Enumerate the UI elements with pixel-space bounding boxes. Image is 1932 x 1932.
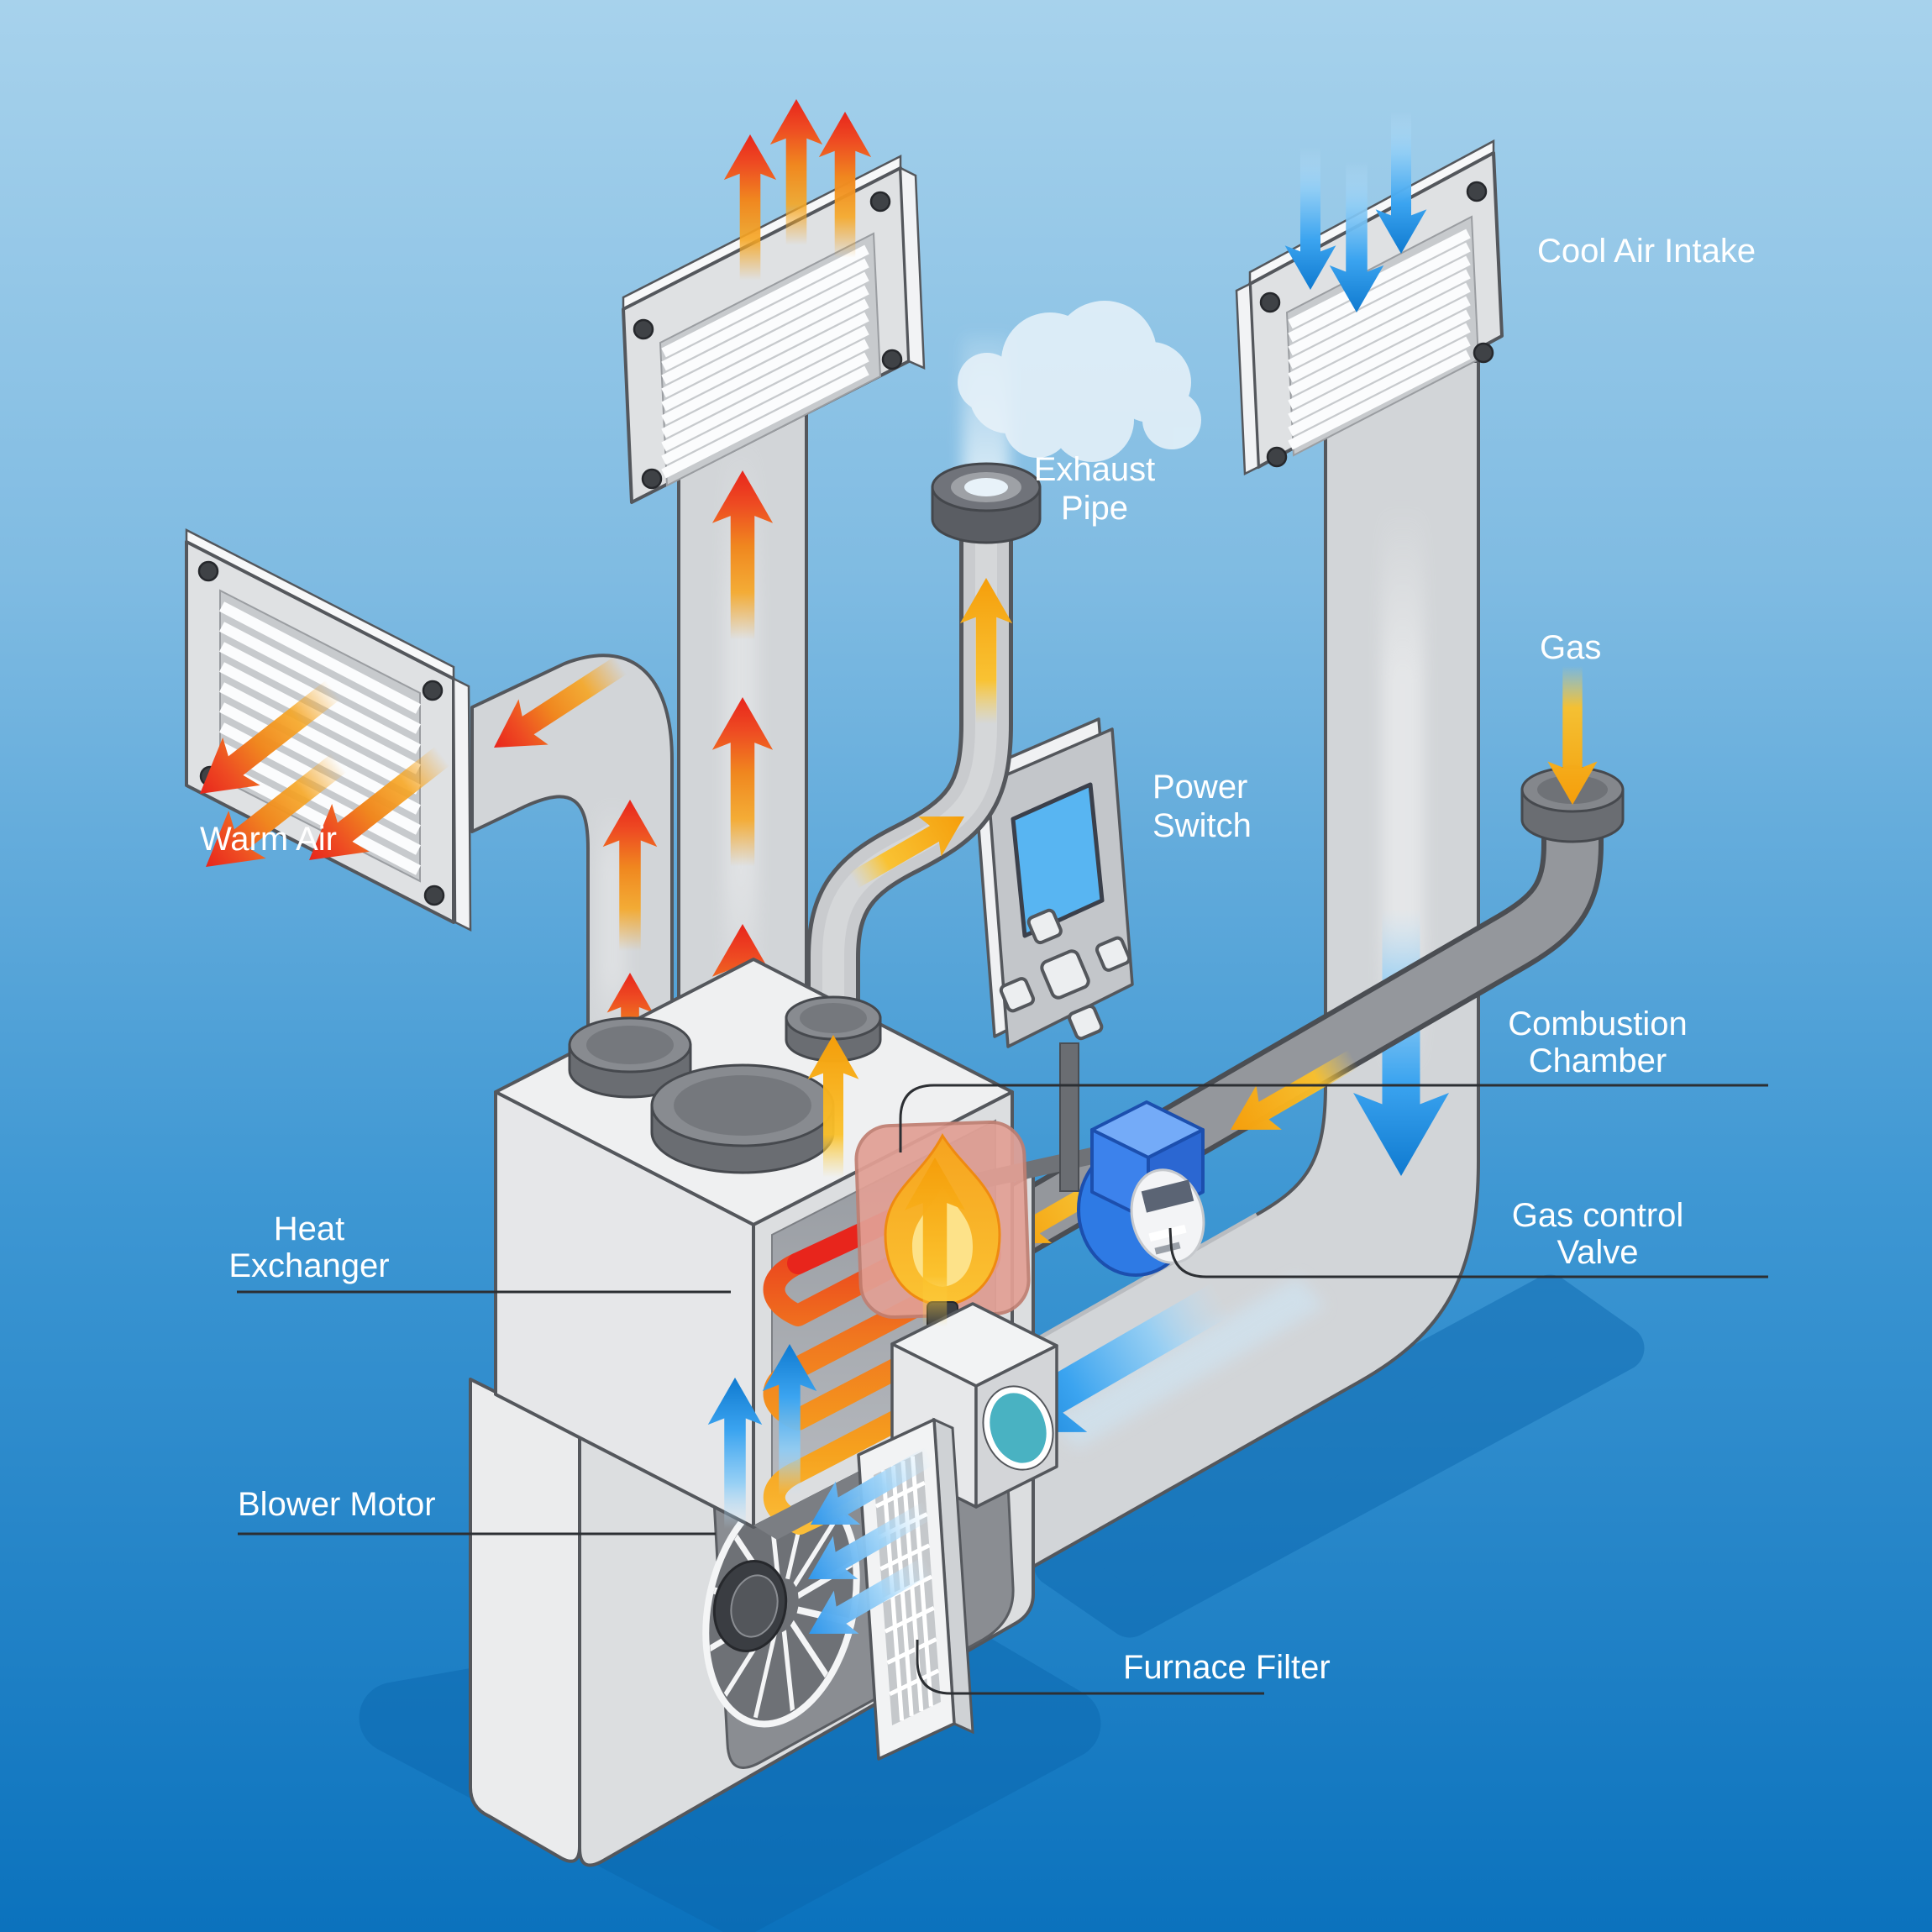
labels: Warm Air Exhaust Pipe Cool Air Intake Ga… — [200, 233, 1756, 1686]
vent-edge-side — [1235, 282, 1260, 475]
vent-warm-air — [181, 528, 472, 932]
exhaust-assembly — [806, 301, 1201, 1058]
smoke-icon — [958, 301, 1201, 462]
label-gas-control-valve-2: Valve — [1557, 1234, 1638, 1271]
louver-slats — [661, 244, 869, 479]
label-warm-air: Warm Air — [200, 821, 337, 858]
lower-box-left-face — [469, 1378, 581, 1863]
power-switch — [973, 717, 1134, 1048]
leader-lines — [237, 1084, 1768, 1695]
label-power-switch-1: Power — [1152, 769, 1247, 806]
label-exhaust-pipe-1: Exhaust — [1034, 451, 1156, 488]
label-blower-motor: Blower Motor — [238, 1486, 436, 1523]
power-switch-dpad — [999, 908, 1131, 1041]
label-gas-control-valve-1: Gas control — [1512, 1197, 1684, 1234]
vent-edge-side — [899, 165, 926, 370]
gas-valve-icon — [1130, 1168, 1205, 1264]
sight-glass — [982, 1385, 1054, 1471]
label-combustion-chamber-1: Combustion — [1508, 1005, 1687, 1042]
gas-control-valve — [1077, 1100, 1205, 1277]
furnace-filter — [795, 1417, 974, 1761]
collar-center — [650, 1063, 835, 1174]
warm-air-ducts — [470, 391, 808, 1131]
power-switch-screen — [1011, 782, 1105, 938]
label-exhaust-pipe-2: Pipe — [1061, 490, 1128, 527]
label-gas: Gas — [1540, 629, 1601, 666]
label-power-switch-2: Switch — [1152, 807, 1252, 844]
label-cool-air-intake: Cool Air Intake — [1537, 233, 1756, 270]
collar-left — [568, 1016, 692, 1099]
label-heat-exchanger-1: Heat — [274, 1210, 345, 1247]
label-heat-exchanger-2: Exchanger — [228, 1247, 389, 1284]
power-switch-pole — [1059, 1042, 1079, 1192]
vent-warm-top — [622, 99, 926, 504]
screw-icons — [633, 191, 903, 490]
label-combustion-chamber-2: Chamber — [1529, 1042, 1667, 1079]
screw-icons — [1259, 181, 1494, 468]
exhaust-collar — [931, 462, 1042, 544]
cool-run-streak — [1050, 1277, 1325, 1449]
vent-cool-air-intake — [1235, 111, 1504, 475]
leader-combustion-chamber — [899, 1084, 1768, 1152]
vent-edge-side — [452, 676, 472, 932]
label-furnace-filter: Furnace Filter — [1123, 1649, 1331, 1686]
leader-gas-control-valve — [1168, 1227, 1768, 1278]
leader-furnace-filter — [916, 1640, 1264, 1695]
louver-slats — [1288, 228, 1471, 450]
duct-shadow — [1033, 1274, 1645, 1638]
